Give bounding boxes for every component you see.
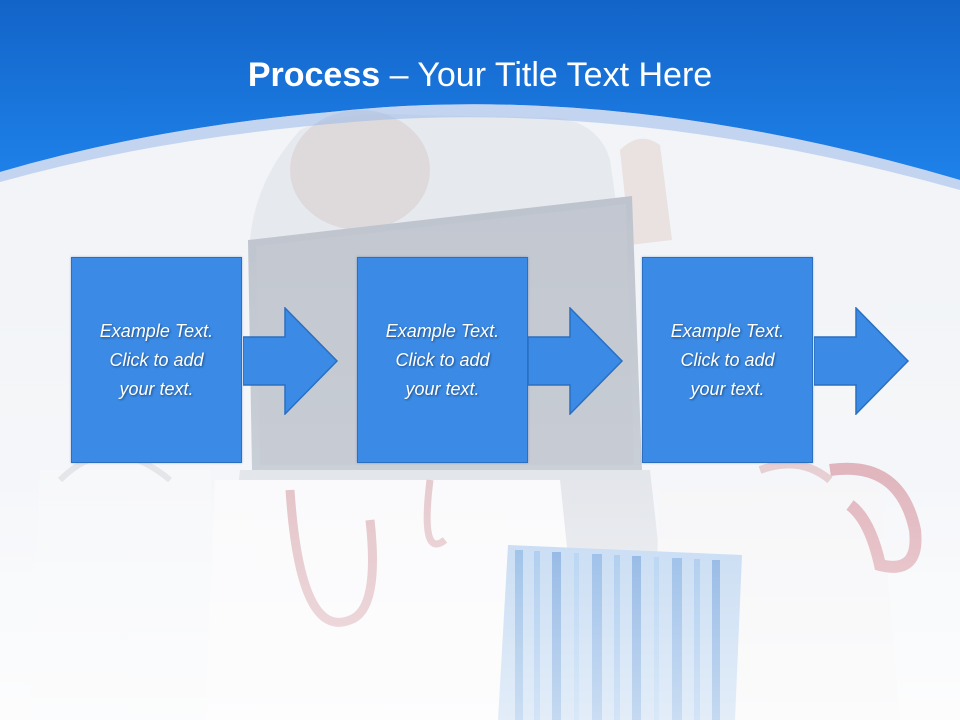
process-step-3-box[interactable]: Example Text. Click to add your text. xyxy=(642,257,813,463)
step-2-line-1: Example Text. xyxy=(385,320,500,341)
process-arrow-3-icon[interactable] xyxy=(814,307,910,415)
step-2-line-2: Click to add xyxy=(395,349,490,370)
step-3-line-1: Example Text. xyxy=(670,320,785,341)
title-rest: – Your Title Text Here xyxy=(380,56,713,94)
process-step-2-box[interactable]: Example Text. Click to add your text. xyxy=(357,257,528,463)
slide-title[interactable]: Process – Your Title Text Here xyxy=(0,52,960,98)
title-bold: Process xyxy=(247,56,381,94)
step-3-line-3: your text. xyxy=(690,378,765,399)
process-step-3-text: Example Text. Click to add your text. xyxy=(648,317,808,404)
step-2-line-3: your text. xyxy=(405,378,480,399)
process-step-1-box[interactable]: Example Text. Click to add your text. xyxy=(71,257,242,463)
process-arrow-2-icon[interactable] xyxy=(528,307,624,415)
process-arrow-1-icon[interactable] xyxy=(243,307,339,415)
process-step-2-text: Example Text. Click to add your text. xyxy=(363,317,523,404)
step-1-line-2: Click to add xyxy=(109,349,204,370)
process-step-1-text: Example Text. Click to add your text. xyxy=(77,317,237,404)
step-3-line-2: Click to add xyxy=(680,349,775,370)
step-1-line-3: your text. xyxy=(119,378,194,399)
step-1-line-1: Example Text. xyxy=(99,320,214,341)
